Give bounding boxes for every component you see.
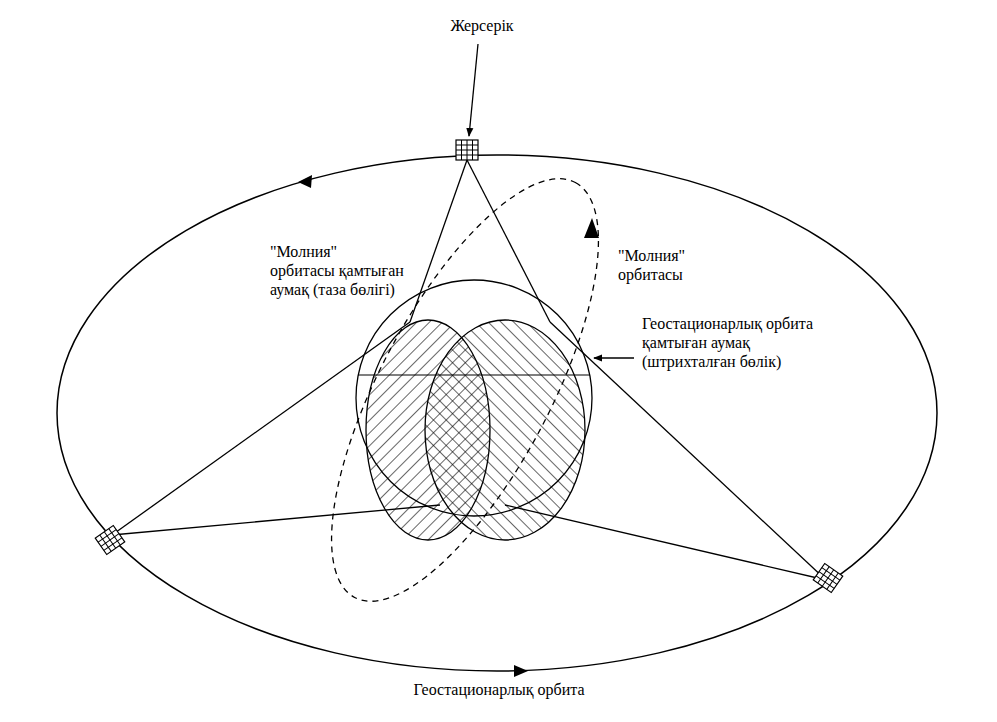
orbit-label: Геостационарлық орбита xyxy=(397,680,601,699)
coverage-zone xyxy=(425,320,585,540)
coverage-label: Геостационарлық орбита қамтыған аумақ (ш… xyxy=(640,314,844,371)
molniya-orbit xyxy=(280,143,651,638)
leader-arrow xyxy=(469,44,478,136)
satellite xyxy=(95,525,124,554)
coverage-label: "Молния" орбитасы қамтыған аумақ (таза б… xyxy=(268,242,407,299)
leader-arrow xyxy=(594,357,634,358)
satellite-label: Жерсерік xyxy=(430,16,534,35)
satellite xyxy=(813,563,842,592)
orbit-direction-arrow xyxy=(584,218,599,238)
orbit-label: "Молния" орбитасы xyxy=(616,246,720,284)
orbit-direction-arrow xyxy=(514,665,528,677)
geostationary-orbit xyxy=(57,155,937,671)
orbit-direction-arrow xyxy=(298,175,312,188)
satellite xyxy=(456,140,478,160)
